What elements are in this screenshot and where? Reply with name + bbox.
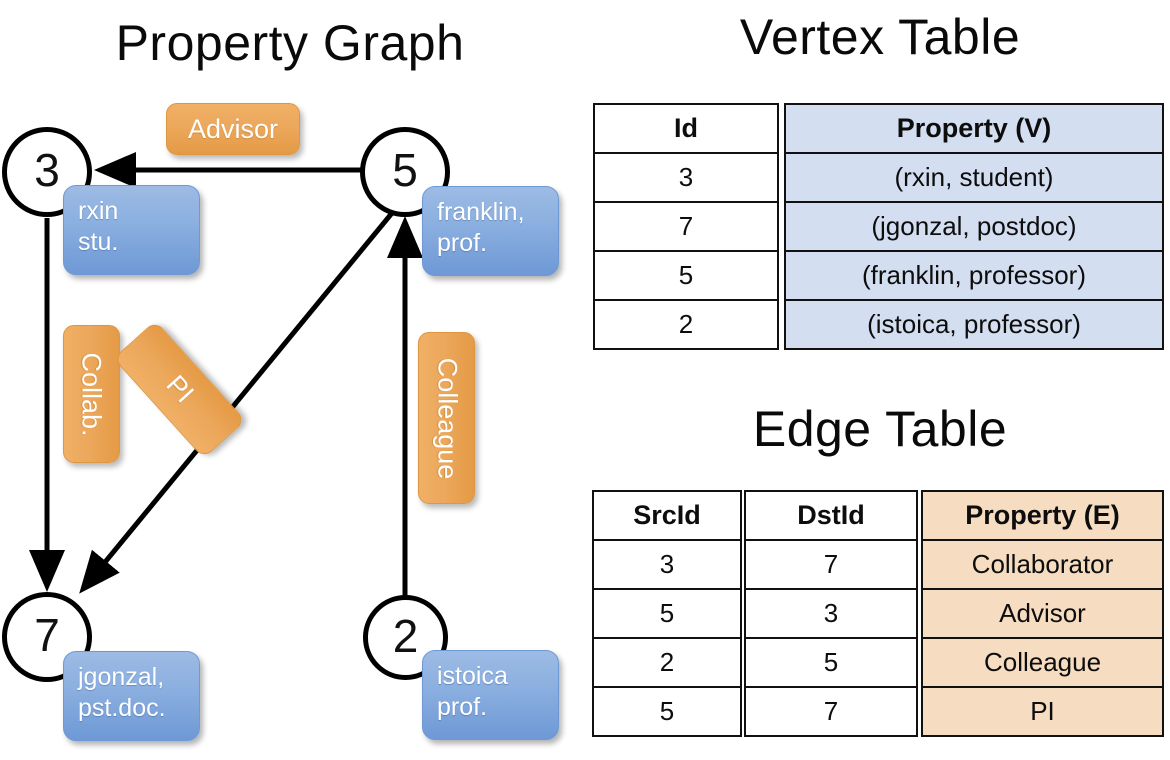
vertex-row-2-property: (franklin, professor) bbox=[784, 250, 1164, 301]
edge-label-advisor-text: Advisor bbox=[187, 113, 279, 144]
edge-row-2-dst: 5 bbox=[744, 637, 918, 688]
table-row: PI bbox=[921, 686, 1164, 737]
callout-7-line-1: jgonzal, bbox=[78, 663, 165, 691]
edge-row-2-src: 2 bbox=[592, 637, 742, 688]
table-row: 5 bbox=[593, 250, 779, 301]
edge-label-colleague-text: Colleague bbox=[432, 357, 462, 479]
property-graph-panel: Property Graph 3 5 7 2 rxin stu. frankli… bbox=[2, 15, 559, 741]
table-row: 5 bbox=[592, 686, 742, 737]
vertex-row-2-id: 5 bbox=[593, 250, 779, 301]
table-row: 7 bbox=[593, 201, 779, 252]
table-row: 5 bbox=[592, 588, 742, 639]
callout-7-line-2: pst.doc. bbox=[78, 693, 166, 722]
table-row: 7 bbox=[744, 539, 918, 590]
table-row: DstId bbox=[744, 490, 918, 541]
vertex-row-1-id: 7 bbox=[593, 201, 779, 252]
edge-label-collab: Collab. bbox=[63, 325, 120, 463]
callout-2-line-2: prof. bbox=[437, 692, 488, 721]
edge-table-header-srcid: SrcId bbox=[592, 490, 742, 541]
vertex-node-3-id: 3 bbox=[34, 144, 60, 196]
table-row: Id bbox=[593, 103, 779, 154]
table-row: Advisor bbox=[921, 588, 1164, 639]
vertex-node-5[interactable]: 5 bbox=[360, 127, 450, 217]
edge-5-to-7 bbox=[79, 211, 394, 594]
graph-edges-svg bbox=[29, 152, 423, 596]
table-row: (franklin, professor) bbox=[784, 250, 1164, 301]
table-row: SrcId bbox=[592, 490, 742, 541]
edge-label-collab-text: Collab. bbox=[77, 351, 108, 437]
table-row: (istoica, professor) bbox=[784, 299, 1164, 350]
vertex-table-header-id: Id bbox=[593, 103, 779, 154]
vertex-table-id-column: Id 3 7 5 2 bbox=[593, 103, 779, 350]
vertex-node-2[interactable]: 2 bbox=[363, 595, 448, 680]
edge-table-dstid-column: DstId 7 3 5 7 bbox=[744, 490, 918, 737]
vertex-row-3-property: (istoica, professor) bbox=[784, 299, 1164, 350]
edge-row-1-src: 5 bbox=[592, 588, 742, 639]
edge-row-1-dst: 3 bbox=[744, 588, 918, 639]
vertex-property-callout-2: istoica prof. bbox=[422, 650, 559, 740]
table-row: Colleague bbox=[921, 637, 1164, 688]
table-row: 2 bbox=[593, 299, 779, 350]
table-row: 3 bbox=[593, 152, 779, 203]
edge-label-advisor: Advisor bbox=[166, 103, 300, 155]
edge-row-1-property: Advisor bbox=[921, 588, 1164, 639]
edge-row-0-src: 3 bbox=[592, 539, 742, 590]
edge-row-0-dst: 7 bbox=[744, 539, 918, 590]
edge-row-3-src: 5 bbox=[592, 686, 742, 737]
table-row: Property (V) bbox=[784, 103, 1164, 154]
table-row: 3 bbox=[592, 539, 742, 590]
vertex-property-callout-7: jgonzal, pst.doc. bbox=[63, 651, 200, 741]
edge-table-header-property: Property (E) bbox=[921, 490, 1164, 541]
vertex-node-5-id: 5 bbox=[392, 144, 418, 196]
vertex-property-callout-5: franklin, prof. bbox=[422, 186, 559, 276]
edge-table-srcid-column: SrcId 3 5 2 5 bbox=[592, 490, 742, 737]
callout-3-line-1: rxin bbox=[78, 197, 119, 225]
edge-table-header-dstid: DstId bbox=[744, 490, 918, 541]
vertex-row-1-property: (jgonzal, postdoc) bbox=[784, 201, 1164, 252]
vertex-node-2-id: 2 bbox=[392, 609, 419, 662]
vertex-table-property-column: Property (V) (rxin, student) (jgonzal, p… bbox=[784, 103, 1164, 350]
page-title-vertex-table: Vertex Table bbox=[739, 9, 1021, 65]
edge-row-3-property: PI bbox=[921, 686, 1164, 737]
table-row: 2 bbox=[592, 637, 742, 688]
edge-row-0-property: Collaborator bbox=[921, 539, 1164, 590]
table-row: 3 bbox=[744, 588, 918, 639]
vertex-row-3-id: 2 bbox=[593, 299, 779, 350]
table-row: (jgonzal, postdoc) bbox=[784, 201, 1164, 252]
table-row: (rxin, student) bbox=[784, 152, 1164, 203]
vertex-table-header-property: Property (V) bbox=[784, 103, 1164, 154]
table-row: Property (E) bbox=[921, 490, 1164, 541]
vertex-row-0-property: (rxin, student) bbox=[784, 152, 1164, 203]
page-title-edge-table: Edge Table bbox=[752, 401, 1008, 457]
edge-label-pi-text: PI bbox=[160, 369, 200, 409]
edge-label-colleague: Colleague bbox=[418, 332, 475, 504]
callout-5-line-1: franklin, bbox=[437, 198, 525, 226]
callout-5-line-2: prof. bbox=[437, 228, 488, 257]
callout-3-line-2: stu. bbox=[78, 227, 119, 256]
vertex-node-7-id: 7 bbox=[34, 609, 60, 661]
page-title-property-graph: Property Graph bbox=[115, 15, 465, 71]
edge-row-2-property: Colleague bbox=[921, 637, 1164, 688]
vertex-property-callout-3: rxin stu. bbox=[63, 185, 200, 275]
edge-row-3-dst: 7 bbox=[744, 686, 918, 737]
table-row: Collaborator bbox=[921, 539, 1164, 590]
table-row: 5 bbox=[744, 637, 918, 688]
callout-2-line-1: istoica bbox=[437, 662, 508, 690]
table-row: 7 bbox=[744, 686, 918, 737]
vertex-row-0-id: 3 bbox=[593, 152, 779, 203]
edge-table-property-column: Property (E) Collaborator Advisor Collea… bbox=[921, 490, 1164, 737]
